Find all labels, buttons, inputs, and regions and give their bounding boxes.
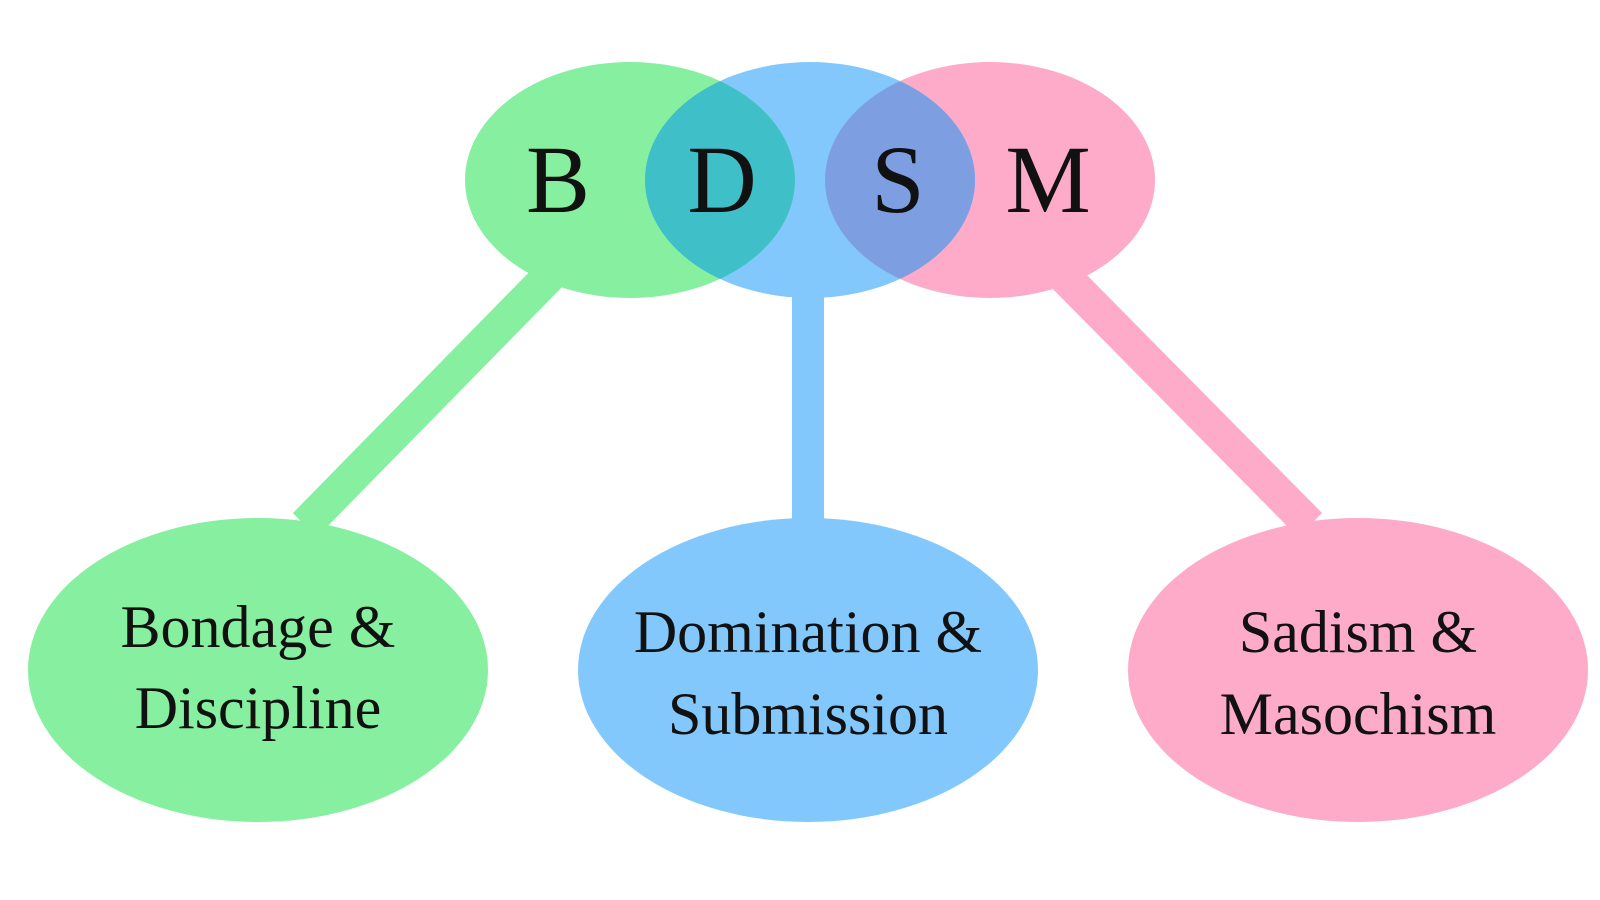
term-ellipse-sadism-masochism [1128, 518, 1588, 822]
term-ellipse-bondage-discipline [28, 518, 488, 822]
connectors [292, 258, 1323, 537]
letter-m: M [1005, 126, 1090, 233]
term-ellipse-domination-submission [578, 518, 1038, 822]
term-node-bondage-discipline: Bondage & Discipline [28, 518, 488, 822]
term-bondage-line1: Bondage & [121, 594, 396, 660]
term-domination-line2: Submission [668, 681, 948, 747]
term-domination-line1: Domination & [634, 599, 982, 665]
term-nodes: Bondage & Discipline Domination & Submis… [28, 518, 1588, 822]
overlap-d-s [825, 62, 975, 298]
term-bondage-line2: Discipline [135, 675, 382, 741]
connector-m [1045, 258, 1323, 537]
letter-d: D [687, 126, 756, 233]
term-sadism-line1: Sadism & [1239, 599, 1477, 665]
term-node-domination-submission: Domination & Submission [578, 518, 1038, 822]
letter-s: S [871, 126, 924, 233]
overlap-b-d [645, 62, 795, 298]
term-node-sadism-masochism: Sadism & Masochism [1128, 518, 1588, 822]
overlaps [645, 62, 975, 298]
connector-b [292, 258, 568, 537]
term-sadism-line2: Masochism [1220, 681, 1497, 747]
letter-b: B [526, 126, 590, 233]
letters: B D S M [526, 126, 1091, 233]
